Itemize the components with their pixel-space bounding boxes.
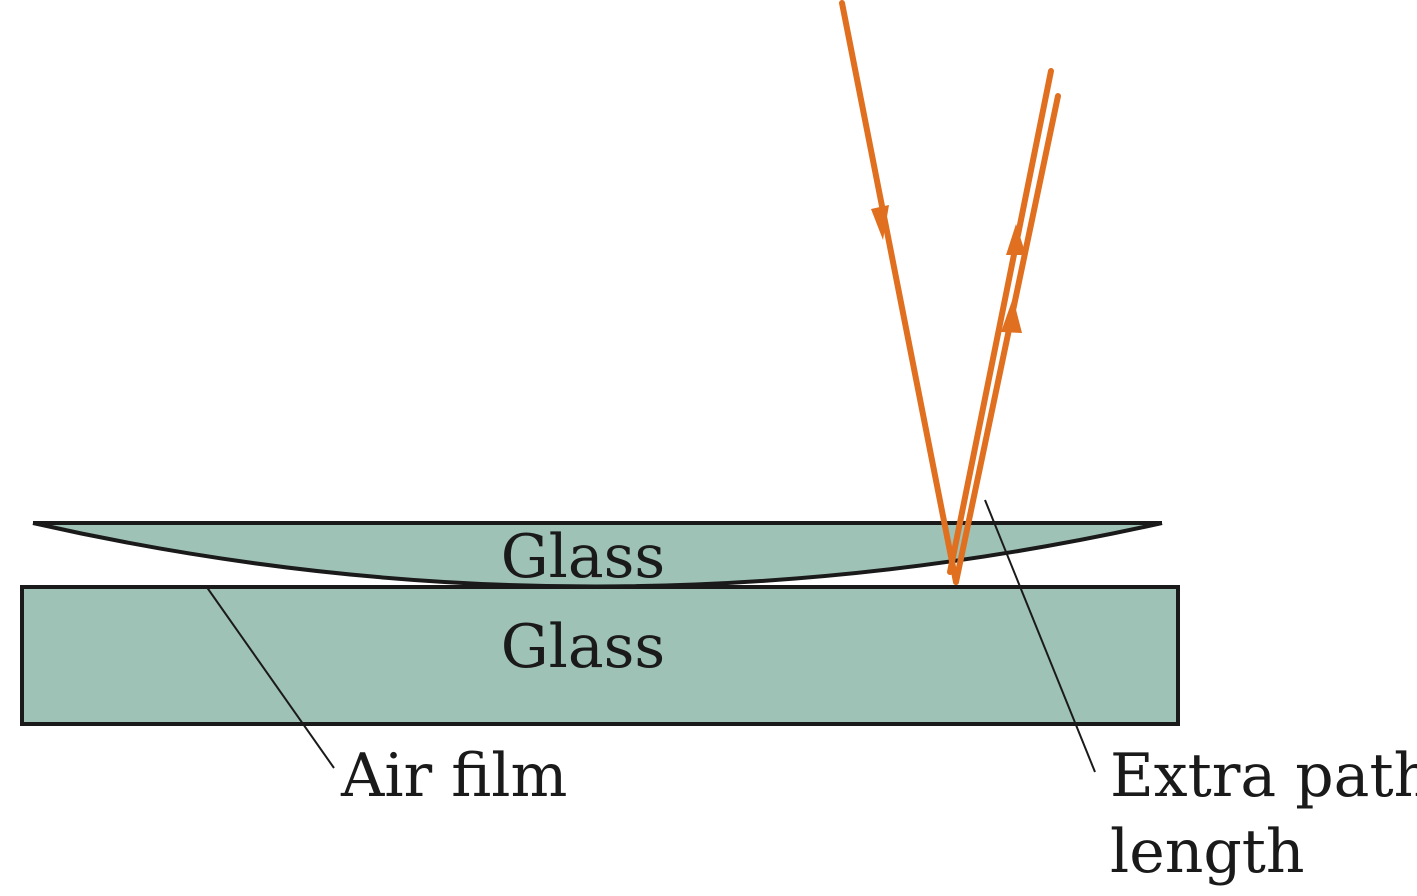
reflected-ray-2 xyxy=(953,93,1061,585)
reflected-arrowhead-1 xyxy=(1006,224,1026,255)
incident-arrowhead xyxy=(871,205,889,240)
lens-curved-surface xyxy=(32,521,1163,589)
incident-ray xyxy=(839,0,959,585)
plate-label: Glass xyxy=(501,612,665,682)
air-film-label: Air film xyxy=(340,741,567,811)
air-film-leader xyxy=(205,585,335,769)
extra-path-leader xyxy=(984,499,1096,773)
reflected-arrowhead-2 xyxy=(1001,298,1022,333)
lens-label: Glass xyxy=(501,522,665,592)
glass-plate xyxy=(20,585,1180,726)
extra-path-label-line1: Extra path xyxy=(1110,741,1417,811)
reflected-ray-1 xyxy=(947,68,1054,575)
extra-path-label-line2: length xyxy=(1110,817,1305,887)
